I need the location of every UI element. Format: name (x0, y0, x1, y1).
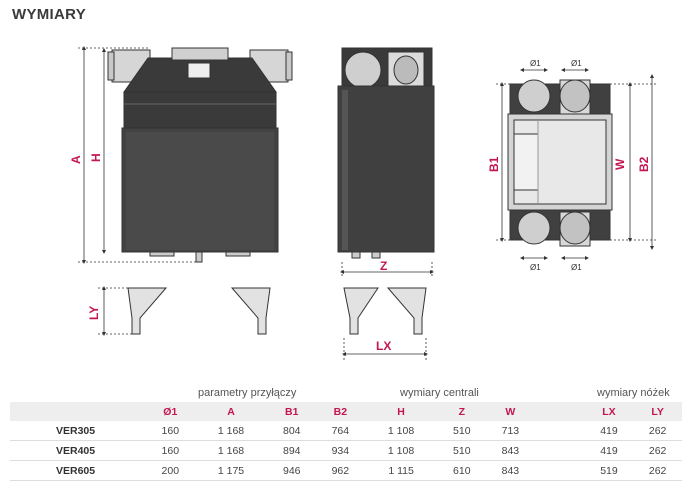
front-view (107, 47, 293, 263)
header-cell: B1 (267, 402, 317, 421)
header-cell: A (194, 402, 268, 421)
side-dimensions (340, 262, 434, 278)
header-cell: Z (437, 402, 487, 421)
table-cell (534, 440, 585, 461)
front-dimensions (78, 46, 200, 264)
table-cell: 804 (267, 421, 317, 441)
table-cell: 262 (633, 460, 682, 481)
legs-dimensions (98, 286, 428, 360)
table-cell: 510 (437, 421, 487, 441)
leg-side-left (343, 287, 379, 335)
dim-label-b2: B2 (637, 156, 651, 172)
table-cell (534, 421, 585, 441)
header-cell: LX (584, 402, 634, 421)
table-cell: 262 (633, 440, 682, 461)
leg-front-left (127, 287, 168, 335)
table-cell: 764 (316, 421, 365, 441)
dim-label-z: Z (380, 259, 387, 273)
table-cell: 1 175 (194, 460, 268, 481)
table-cell: 262 (633, 421, 682, 441)
table-cell: 160 (146, 421, 195, 441)
header-cell: W (486, 402, 535, 421)
table-cell: 1 108 (364, 440, 438, 461)
table-cell: 610 (437, 460, 487, 481)
table-cell: 419 (584, 421, 634, 441)
dim-label-h: H (89, 153, 103, 162)
phi-label-bottom-right: Ø1 (571, 263, 582, 272)
top-view (507, 79, 613, 247)
model-cell: VER605 (10, 460, 146, 481)
header-cell: Ø1 (146, 402, 195, 421)
table-cell: 1 115 (364, 460, 438, 481)
table-cell: 843 (486, 460, 535, 481)
top-dimensions (496, 68, 658, 260)
table-row: VER405 160 1 168 894 934 1 108 510 843 4… (10, 440, 682, 461)
table-header-row: Ø1 A B1 B2 H Z W LX LY (10, 402, 682, 421)
dim-label-ly: LY (87, 306, 101, 320)
technical-drawing: A H Z LY LX (69, 46, 658, 360)
side-view (337, 47, 435, 259)
table-cell: 843 (486, 440, 535, 461)
table-cell: 894 (267, 440, 317, 461)
header-cell: H (364, 402, 438, 421)
page-title: WYMIARY (12, 6, 87, 23)
phi-label-top-right: Ø1 (571, 59, 582, 68)
dim-label-a: A (69, 155, 83, 164)
table-row: VER305 160 1 168 804 764 1 108 510 713 4… (10, 421, 682, 441)
group-label-unit: wymiary centrali (400, 387, 479, 399)
table-row: VER605 200 1 175 946 962 1 115 610 843 5… (10, 460, 682, 481)
table-cell: 713 (486, 421, 535, 441)
group-label-legs: wymiary nóżek (597, 387, 670, 399)
leg-front-right (230, 287, 271, 335)
table-cell: 934 (316, 440, 365, 461)
header-cell: B2 (316, 402, 365, 421)
table-cell: 419 (584, 440, 634, 461)
header-cell: LY (633, 402, 682, 421)
table-cell: 1 108 (364, 421, 438, 441)
table-cell: 200 (146, 460, 195, 481)
table-cell (534, 460, 585, 481)
table-cell: 962 (316, 460, 365, 481)
phi-label-top-left: Ø1 (530, 59, 541, 68)
header-cell (10, 402, 146, 421)
table-cell: 510 (437, 440, 487, 461)
table-cell: 946 (267, 460, 317, 481)
phi-label-bottom-left: Ø1 (530, 263, 541, 272)
dimensions-table: Ø1 A B1 B2 H Z W LX LY VER305 160 1 168 … (10, 402, 682, 481)
dim-label-b1: B1 (487, 156, 501, 172)
dim-label-lx: LX (376, 339, 391, 353)
header-cell (534, 402, 585, 421)
leg-side-right (386, 287, 427, 335)
table-cell: 160 (146, 440, 195, 461)
dim-label-w: W (613, 158, 627, 170)
table-cell: 1 168 (194, 421, 268, 441)
table-cell: 519 (584, 460, 634, 481)
model-cell: VER305 (10, 421, 146, 441)
table-cell: 1 168 (194, 440, 268, 461)
group-label-connection: parametry przyłączy (198, 387, 297, 399)
model-cell: VER405 (10, 440, 146, 461)
